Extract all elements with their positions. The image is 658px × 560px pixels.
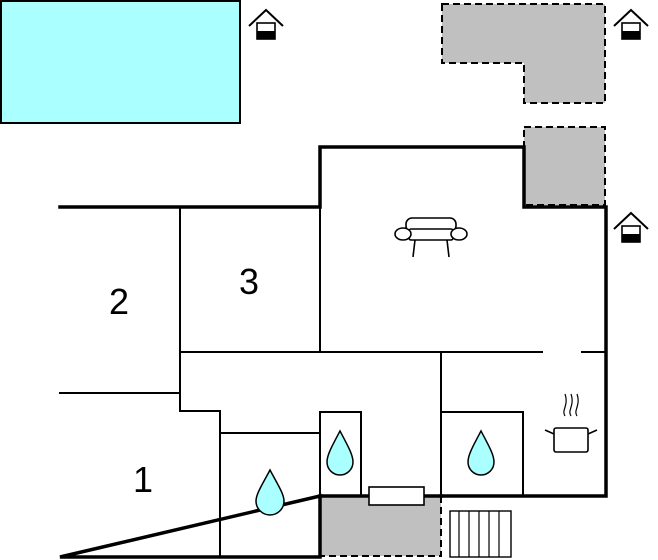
interior-walls	[59, 206, 607, 558]
sink-icon	[368, 486, 425, 506]
swimming-pool	[0, 0, 241, 124]
room-label-1: 1	[133, 459, 153, 500]
water-drop-icon	[255, 468, 285, 516]
room-label-2: 2	[109, 281, 129, 322]
room-label-3: 3	[239, 261, 259, 302]
water-drop-icon	[467, 429, 495, 476]
terrace-right	[523, 126, 606, 206]
house-entrance-icon	[613, 211, 649, 243]
stairs-icon	[449, 510, 512, 558]
outer-wall	[58, 145, 608, 559]
terrace-top-right	[441, 3, 606, 104]
house-entrance-icon	[613, 8, 649, 40]
house-entrance-icon	[248, 8, 284, 40]
cooking-pot-icon	[544, 393, 598, 453]
water-drop-icon	[326, 429, 354, 476]
sofa-icon	[394, 217, 468, 258]
